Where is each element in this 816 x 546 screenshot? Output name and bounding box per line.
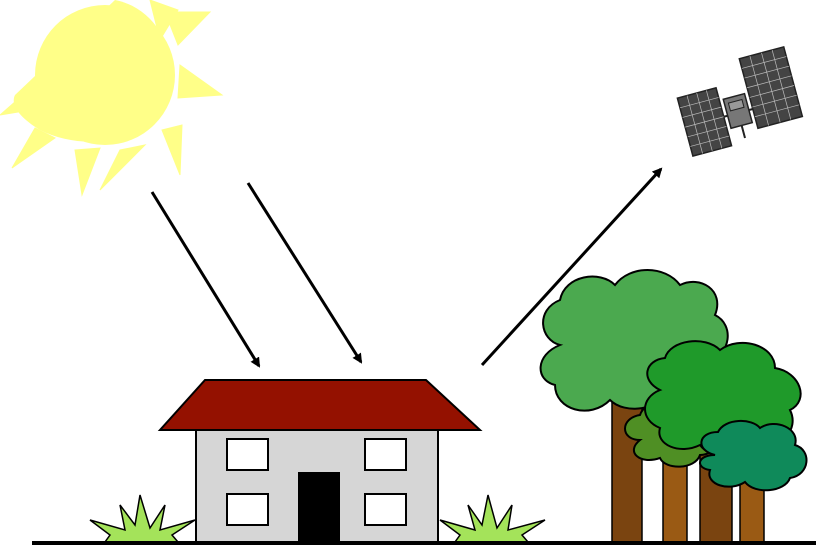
house-window (364, 438, 407, 471)
sun-ray (164, 11, 212, 46)
sun-ray (177, 64, 224, 99)
satellite-panel-right (738, 45, 804, 130)
house-window (226, 438, 269, 471)
house (157, 379, 483, 543)
house-window (364, 493, 407, 526)
reflected-radiation-arrow (480, 167, 663, 367)
house-window (226, 493, 269, 526)
incoming-radiation-arrow-2 (246, 182, 363, 364)
sun-ray (149, 0, 179, 42)
satellite-body (722, 92, 754, 139)
sun-ray (99, 144, 147, 191)
satellite-panel-left (676, 86, 733, 158)
house-roof (157, 379, 483, 431)
house-door (298, 472, 340, 542)
sun-ray (74, 147, 101, 197)
sun-ray (161, 124, 183, 176)
sun-ray (11, 127, 56, 169)
tree-canopy (699, 420, 808, 492)
trees (539, 269, 808, 543)
shrub-right (439, 494, 546, 543)
satellite-icon (676, 45, 804, 158)
tree-trunk (662, 459, 688, 543)
shrub-left (89, 494, 196, 543)
sun-icon (0, 0, 224, 197)
incoming-radiation-arrow-1 (150, 191, 261, 368)
